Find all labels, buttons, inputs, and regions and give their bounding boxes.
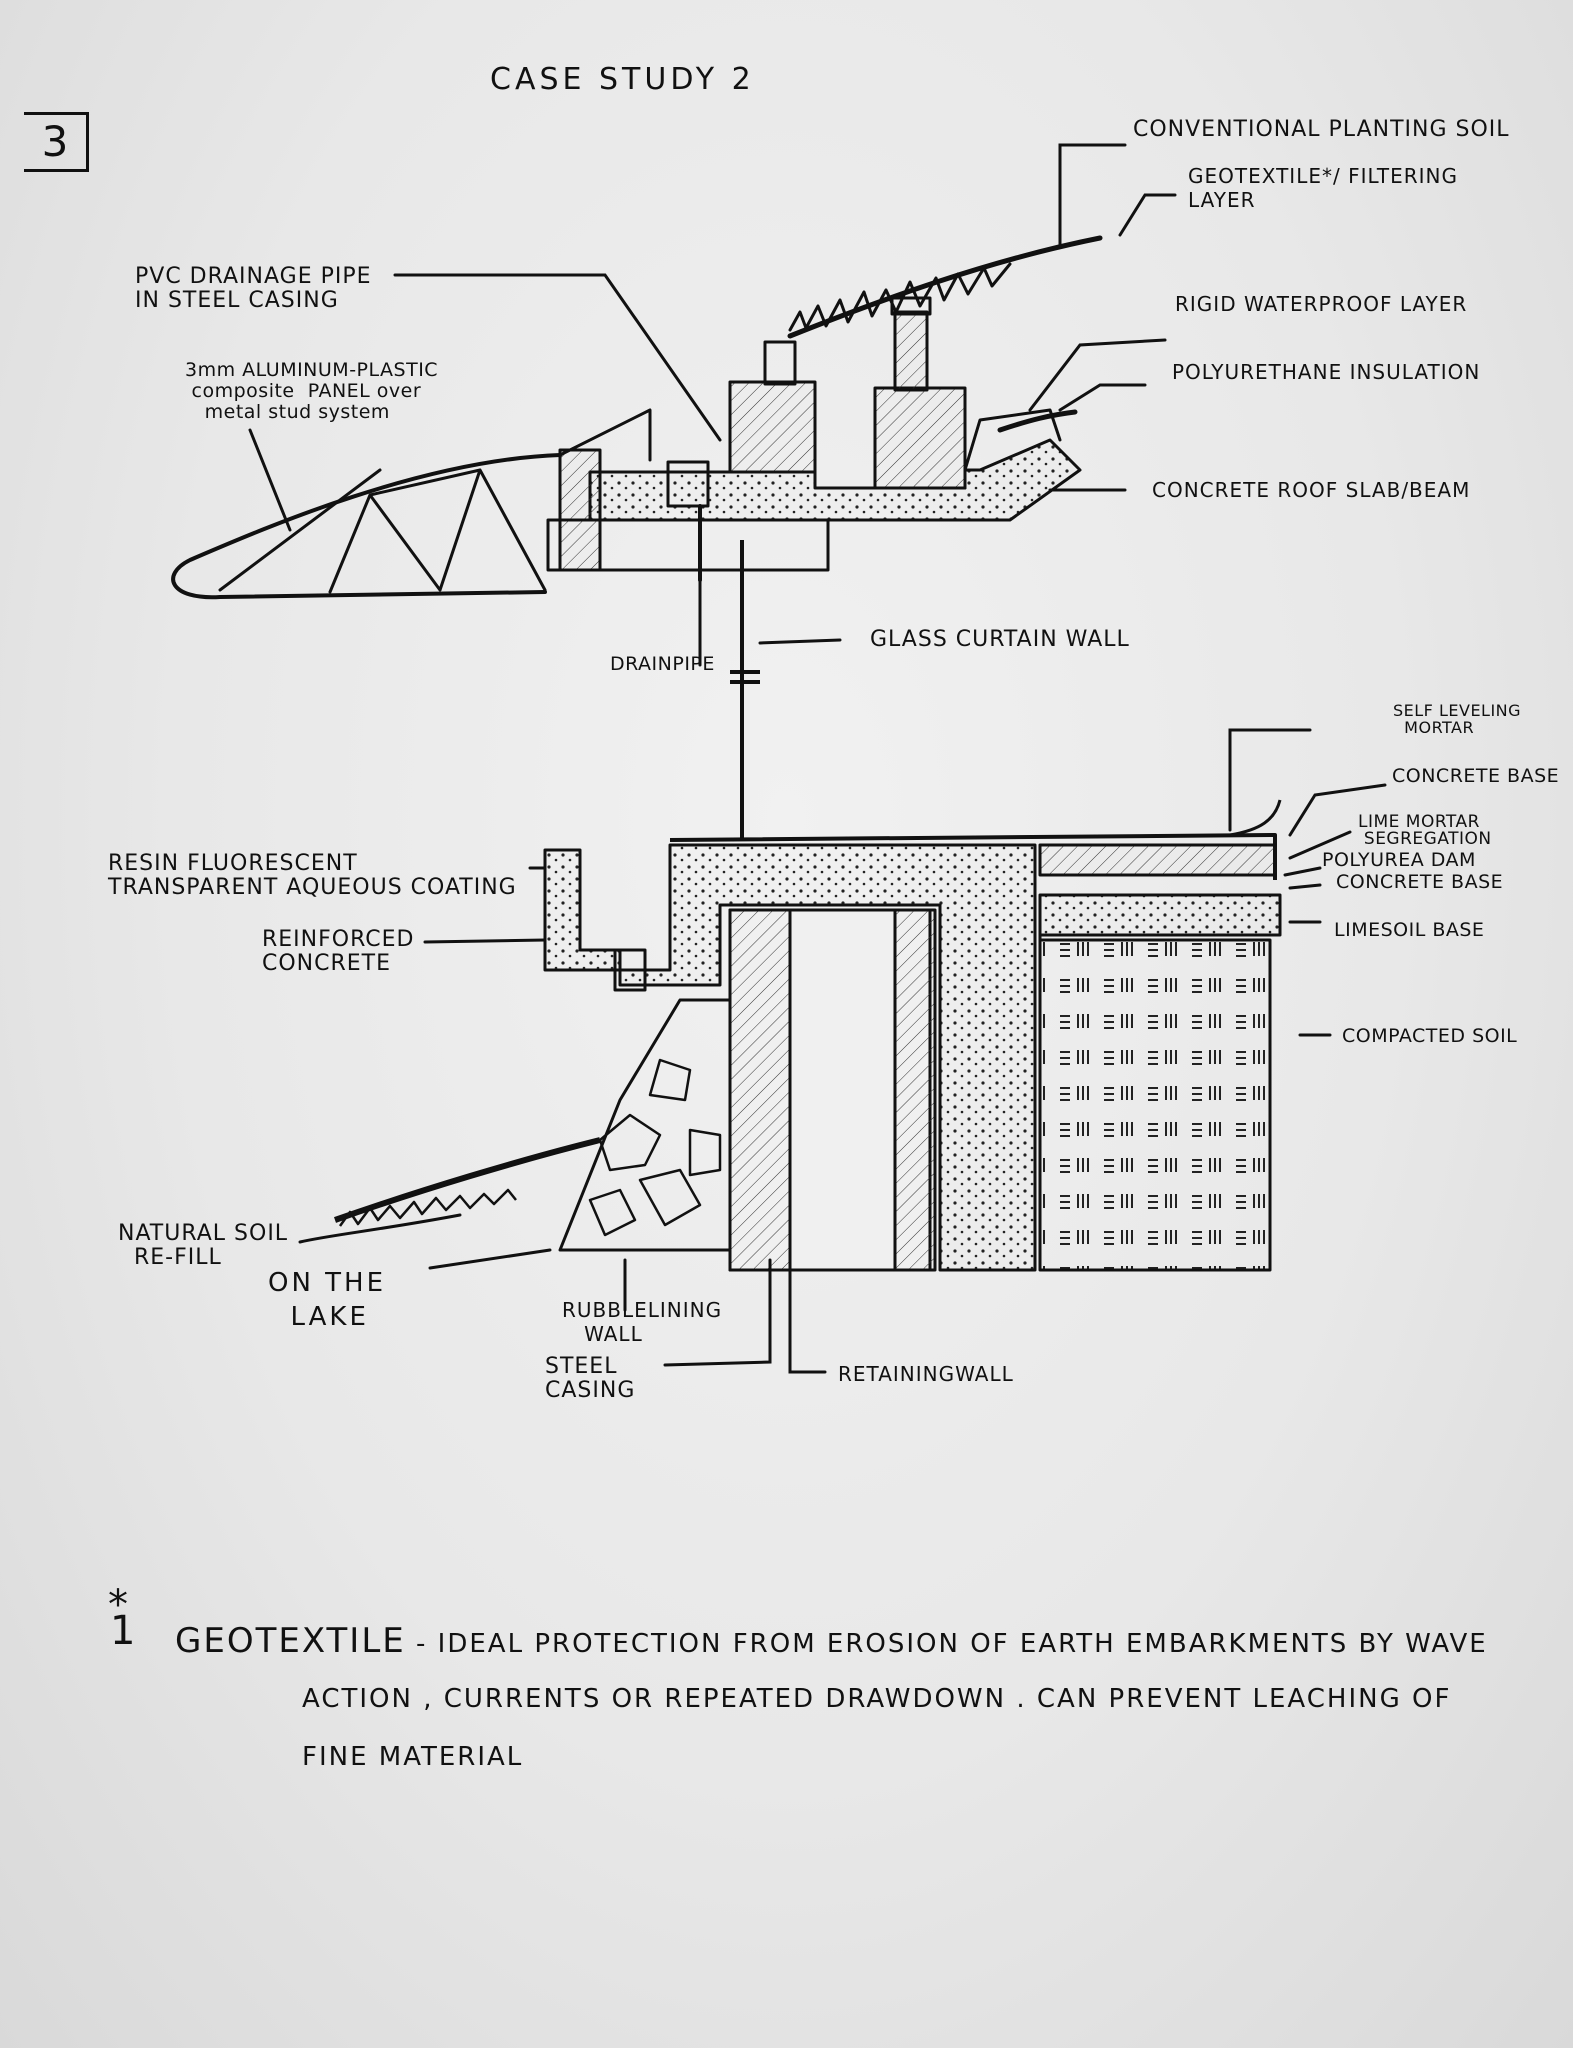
concrete-roof-slab <box>588 438 1082 522</box>
footnote-term: GEOTEXTILE <box>175 1621 406 1661</box>
label-reinforced-concrete: REINFORCED CONCRETE <box>262 927 415 976</box>
compacted-soil <box>1038 938 1272 1272</box>
page-number: 3 <box>41 117 69 166</box>
footnote-star: * <box>108 1582 128 1628</box>
footnote-line-1: GEOTEXTILE - IDEAL PROTECTION FROM EROSI… <box>175 1612 1488 1673</box>
self-leveling-mortar <box>1038 843 1277 877</box>
label-natural-soil-refill: NATURAL SOIL RE-FILL <box>118 1221 289 1270</box>
label-limesoil-base: LIMESOIL BASE <box>1334 919 1485 941</box>
left-parapet <box>728 380 817 474</box>
roof-section <box>171 235 1103 600</box>
label-resin-coating: RESIN FLUORESCENT TRANSPARENT AQUEOUS CO… <box>108 851 517 900</box>
label-composite-panel: 3mm ALUMINUM-PLASTIC composite PANEL ove… <box>185 359 439 423</box>
label-concrete-base: CONCRETE BASE <box>1336 871 1504 893</box>
label-lime-mortar-segregation: LIME MORTAR SEGREGATION <box>1358 812 1492 849</box>
label-polyurethane-insulation: POLYURETHANE INSULATION <box>1172 360 1481 384</box>
label-concrete-roof-slab: CONCRETE ROOF SLAB/BEAM <box>1152 478 1471 502</box>
foundation-section <box>334 799 1282 1272</box>
label-pvc-drainage-pipe: PVC DRAINAGE PIPE IN STEEL CASING <box>135 264 372 313</box>
label-steel-casing: STEEL CASING <box>545 1354 636 1403</box>
footnote-marker: 1 <box>110 1608 138 1654</box>
footnote-text-1: - IDEAL PROTECTION FROM EROSION OF EARTH… <box>405 1629 1488 1659</box>
page-number-box: 3 <box>24 112 89 172</box>
label-drainpipe: DRAINPIPE <box>610 653 715 675</box>
rubble-lining-wall <box>558 998 732 1252</box>
label-geotextile: GEOTEXTILE*/ FILTERING LAYER <box>1188 164 1458 212</box>
leader-lines <box>248 143 1387 1374</box>
reinforced-concrete-wall <box>543 843 1037 1272</box>
footnote-line-3: FINE MATERIAL <box>302 1742 524 1772</box>
label-compacted-soil: COMPACTED SOIL <box>1342 1025 1518 1047</box>
sheet-title: CASE STUDY 2 <box>490 62 755 97</box>
label-rubble-lining-wall: RUBBLELINING WALL <box>562 1298 723 1346</box>
label-planting-soil: CONVENTIONAL PLANTING SOIL <box>1133 117 1510 142</box>
label-on-the-lake: ON THE LAKE <box>268 1268 387 1332</box>
label-glass-curtain-wall: GLASS CURTAIN WALL <box>870 627 1130 652</box>
composite-panel-cantilever <box>171 453 562 600</box>
label-concrete-base-top: CONCRETE BASE <box>1392 765 1560 787</box>
footnote-line-2: ACTION , CURRENTS OR REPEATED DRAWDOWN .… <box>302 1684 1452 1714</box>
natural-soil-slope <box>334 1137 601 1223</box>
label-retaining-wall: RETAININGWALL <box>838 1362 1014 1386</box>
label-self-leveling-mortar: SELF LEVELING MORTAR <box>1393 701 1522 737</box>
right-parapet <box>873 386 967 490</box>
curtain-wall <box>730 540 760 840</box>
limesoil-base <box>1038 893 1282 937</box>
pvc-drainage-pipe <box>666 460 710 508</box>
label-rigid-waterproof-layer: RIGID WATERPROOF LAYER <box>1175 292 1468 316</box>
label-polyurea-dam: POLYUREA DAM <box>1322 849 1476 871</box>
